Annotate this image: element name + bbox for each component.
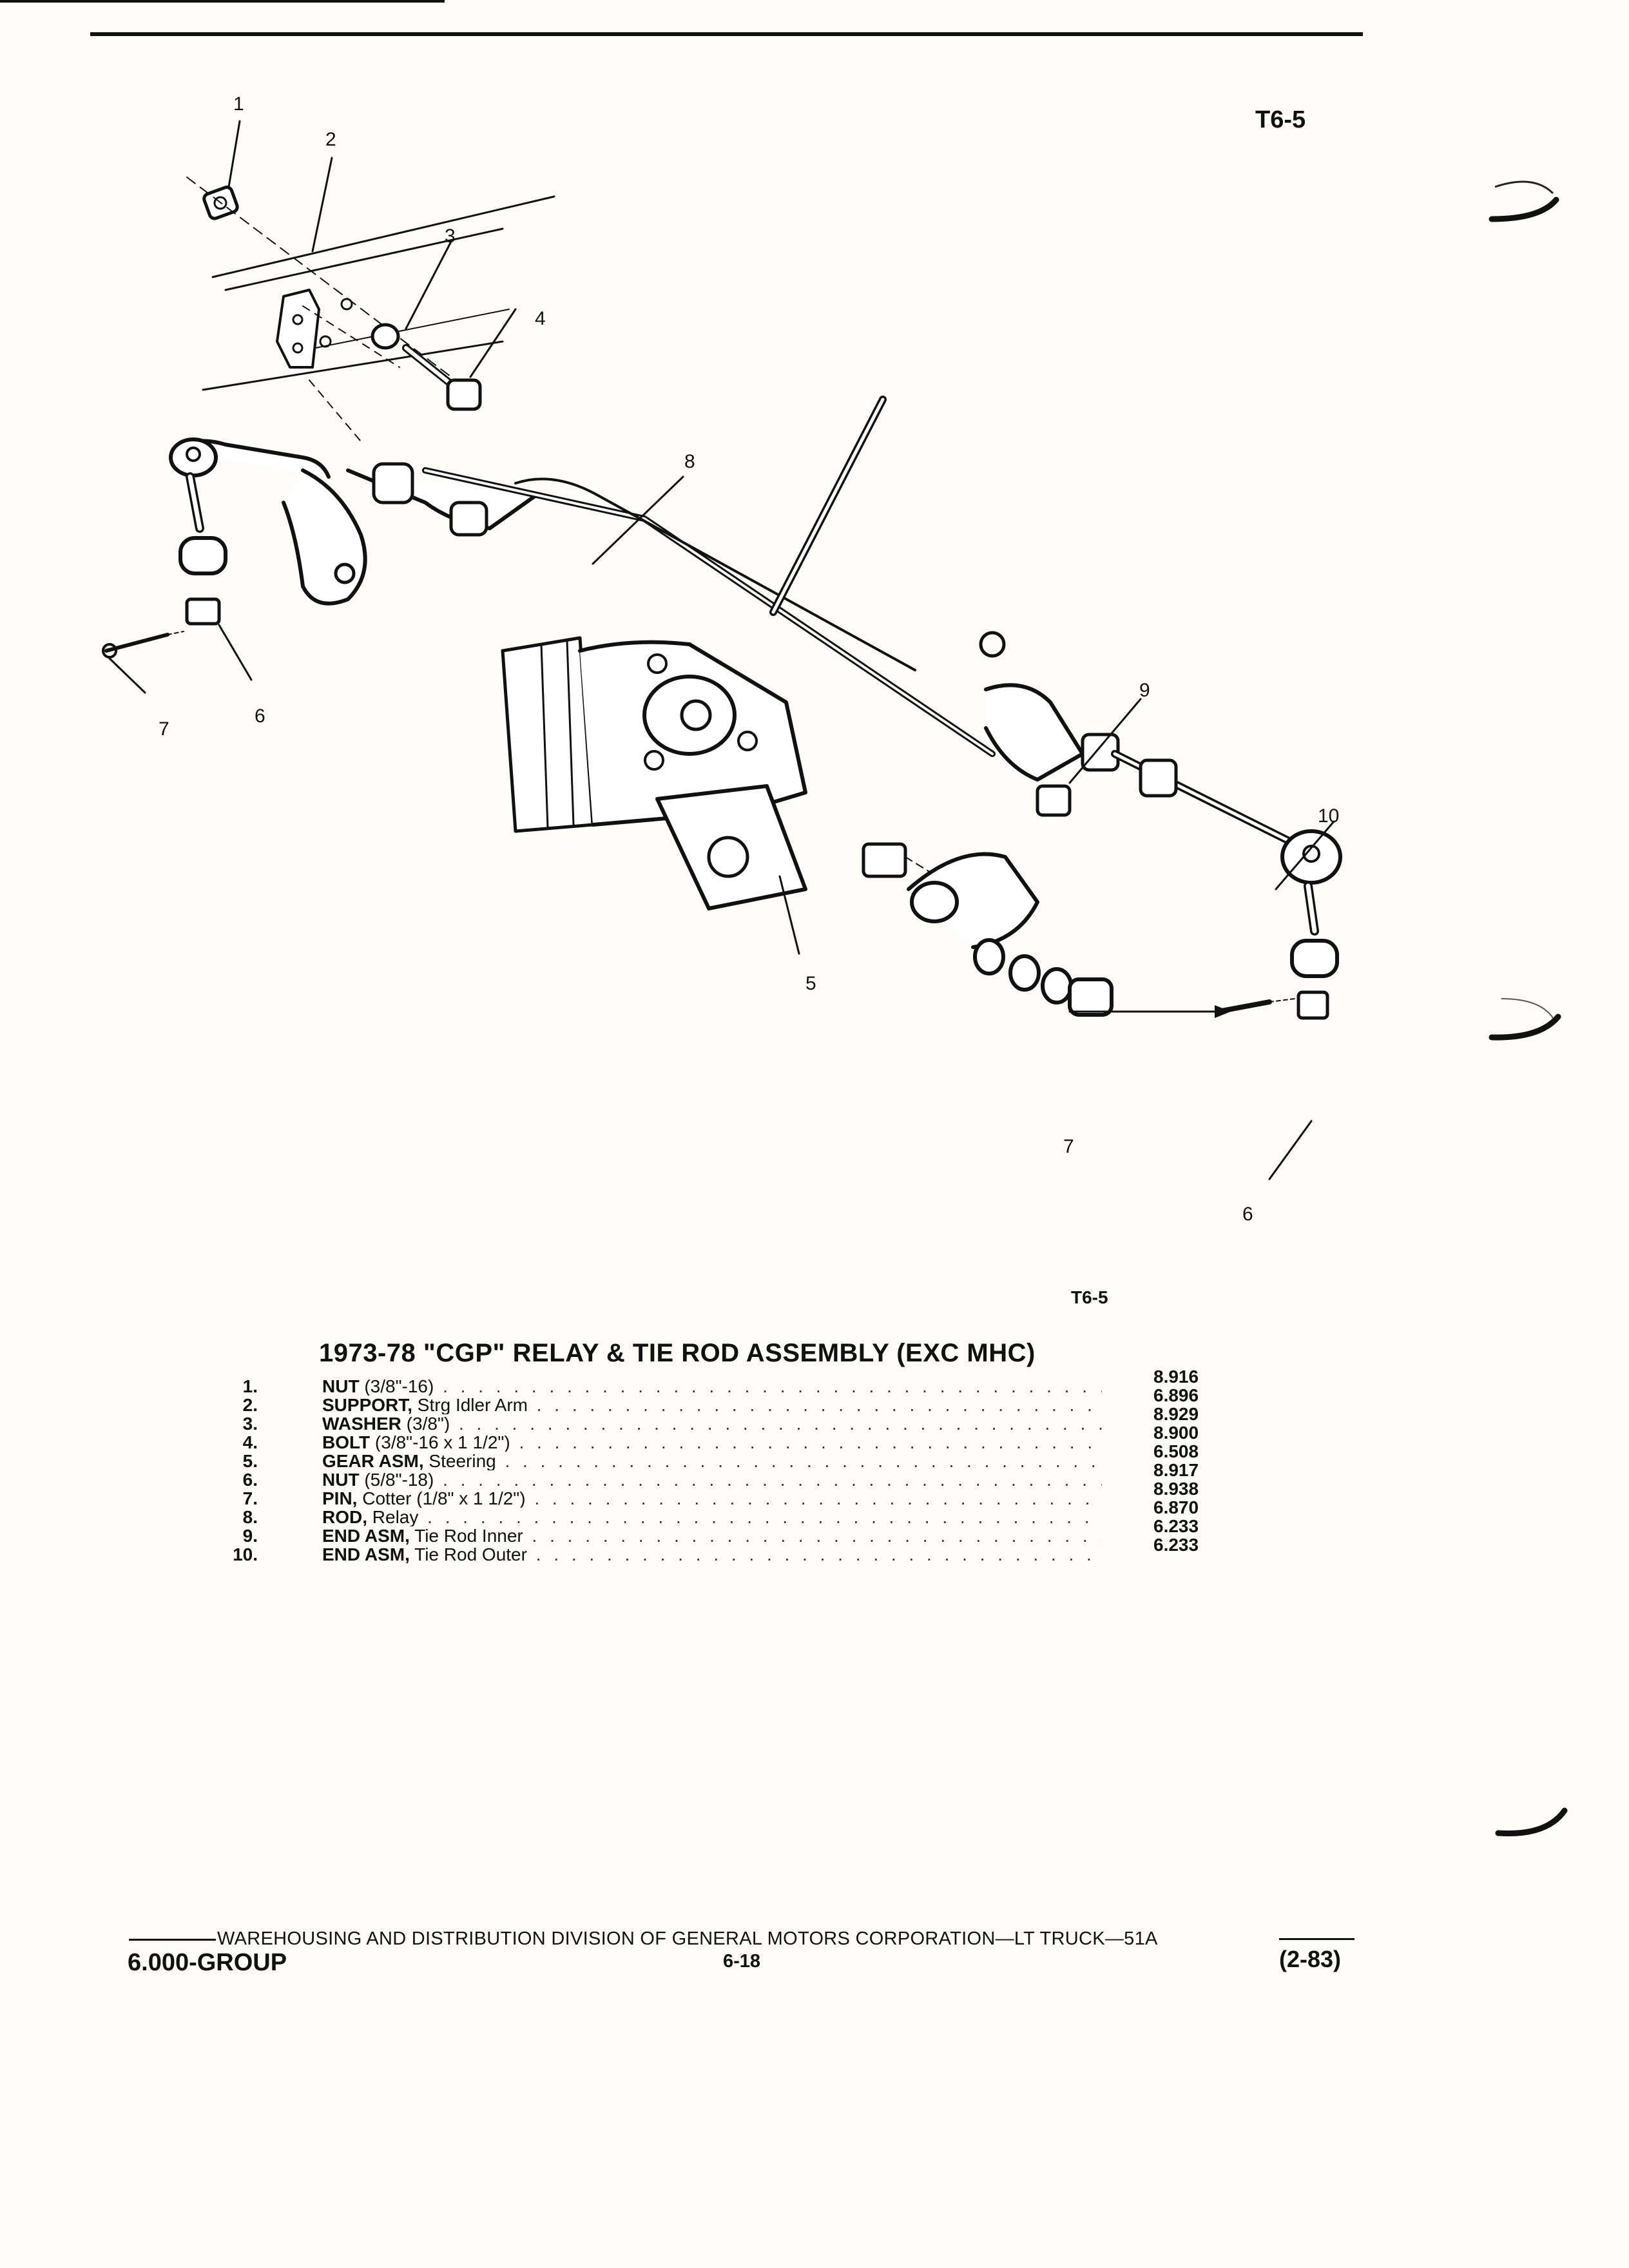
parts-list-row: 7. PIN, Cotter (1/8" x 1 1/2") . . . . . …: [226, 1479, 1237, 1508]
part-detail: Cotter (1/8" x 1 1/2"): [357, 1489, 526, 1508]
part-number: 5.: [242, 1451, 258, 1471]
part-description: END ASM, Tie Rod Inner . . . . . . . . .…: [322, 1526, 1102, 1545]
callout-2: 2: [325, 129, 336, 150]
callout-1: 1: [233, 93, 244, 115]
dot-leader: . . . . . . . . . . . . . . . . . . . . …: [443, 1377, 1102, 1396]
callout-10: 10: [1318, 805, 1340, 827]
parts-list-row: 8. ROD, Relay . . . . . . . . . . . . . .…: [226, 1498, 1237, 1527]
parts-list-row: 2. SUPPORT, Strg Idler Arm . . . . . . . …: [226, 1386, 1237, 1415]
parts-list-row: 1. NUT (3/8"-16) . . . . . . . . . . . . …: [226, 1367, 1237, 1396]
parts-list-title: 1973-78 "CGP" RELAY & TIE ROD ASSEMBLY (…: [319, 1339, 1036, 1367]
parts-list-row: 9. END ASM, Tie Rod Inner . . . . . . . .…: [226, 1517, 1237, 1546]
dot-leader: . . . . . . . . . . . . . . . . . . . . …: [534, 1489, 1102, 1508]
part-group-code: 6.233: [1153, 1535, 1199, 1555]
part-description: NUT (3/8"-16) . . . . . . . . . . . . . …: [322, 1377, 1102, 1396]
part-number: 8.: [242, 1507, 258, 1527]
part-detail: (3/8"-16): [359, 1377, 434, 1396]
part-detail: (3/8"-16 x 1 1/2"): [370, 1433, 510, 1452]
part-name: ROD,: [322, 1508, 367, 1526]
part-group-code: 6.896: [1153, 1385, 1199, 1405]
callout-5: 5: [805, 973, 816, 994]
part-description: WASHER (3/8") . . . . . . . . . . . . . …: [322, 1414, 1102, 1433]
part-detail: Tie Rod Outer: [409, 1545, 527, 1564]
part-detail: Tie Rod Inner: [409, 1526, 523, 1545]
callout-6-right: 6: [1242, 1204, 1253, 1225]
part-group-code: 8.917: [1153, 1460, 1199, 1480]
footer-division-line: WAREHOUSING AND DISTRIBUTION DIVISION OF…: [129, 1928, 1158, 1950]
callout-6-left: 6: [255, 706, 265, 727]
part-name: NUT: [322, 1377, 360, 1396]
part-description: GEAR ASM, Steering . . . . . . . . . . .…: [322, 1452, 1102, 1470]
part-number: 2.: [242, 1395, 258, 1415]
part-name: NUT: [322, 1470, 360, 1489]
callout-7-right: 7: [1063, 1136, 1074, 1157]
callout-8: 8: [684, 451, 695, 472]
footer-right-rule: [1279, 1938, 1354, 1940]
part-group-code: 8.938: [1153, 1479, 1199, 1499]
footer-date-code: (2-83): [1279, 1946, 1342, 1972]
figure-code-caption: T6-5: [1071, 1287, 1108, 1307]
part-detail: (5/8"-18): [359, 1470, 434, 1489]
part-group-code: 8.929: [1153, 1404, 1199, 1424]
part-number: 3.: [242, 1414, 258, 1434]
part-group-code: 8.900: [1153, 1423, 1199, 1443]
part-group-code: 6.870: [1153, 1497, 1199, 1517]
footer-group: 6.000-GROUP: [128, 1949, 287, 1976]
binder-hole-mark: [1489, 998, 1561, 1041]
binder-hole-mark: [1489, 180, 1559, 222]
parts-list-row: 10. END ASM, Tie Rod Outer . . . . . . . …: [226, 1535, 1237, 1564]
part-description: ROD, Relay . . . . . . . . . . . . . . .…: [322, 1508, 1102, 1526]
dot-leader: . . . . . . . . . . . . . . . . . . . . …: [535, 1545, 1102, 1564]
callout-4: 4: [535, 308, 546, 329]
part-number: 6.: [242, 1470, 258, 1490]
callout-9: 9: [1139, 680, 1150, 701]
dot-leader: . . . . . . . . . . . . . . . . . . . . …: [427, 1508, 1102, 1526]
part-number: 4.: [242, 1432, 258, 1452]
part-description: SUPPORT, Strg Idler Arm . . . . . . . . …: [322, 1396, 1102, 1414]
part-detail: Steering: [423, 1452, 496, 1470]
top-rule: [90, 32, 1363, 36]
part-detail: Strg Idler Arm: [412, 1396, 528, 1414]
part-name: PIN,: [322, 1489, 358, 1508]
dot-leader: . . . . . . . . . . . . . . . . . . . . …: [443, 1470, 1102, 1489]
part-description: PIN, Cotter (1/8" x 1 1/2") . . . . . . …: [322, 1489, 1102, 1508]
part-description: END ASM, Tie Rod Outer . . . . . . . . .…: [322, 1545, 1102, 1564]
footer-leading-rule: [129, 1938, 216, 1941]
dot-leader: . . . . . . . . . . . . . . . . . . . . …: [536, 1396, 1102, 1414]
part-name: SUPPORT,: [322, 1396, 413, 1414]
part-number: 7.: [242, 1488, 258, 1508]
part-number: 10.: [233, 1544, 258, 1564]
part-detail: (3/8"): [401, 1414, 450, 1433]
part-name: END ASM,: [322, 1545, 410, 1564]
part-name: GEAR ASM,: [322, 1452, 424, 1470]
part-description: NUT (5/8"-18) . . . . . . . . . . . . . …: [322, 1470, 1102, 1489]
part-group-code: 6.508: [1153, 1441, 1199, 1461]
part-group-code: 8.916: [1153, 1367, 1199, 1387]
part-description: BOLT (3/8"-16 x 1 1/2") . . . . . . . . …: [322, 1433, 1102, 1452]
part-name: WASHER: [322, 1414, 401, 1433]
exploded-assembly-diagram: [102, 120, 1342, 1180]
part-detail: Relay: [367, 1508, 419, 1526]
callout-3: 3: [445, 226, 456, 247]
dot-leader: . . . . . . . . . . . . . . . . . . . . …: [532, 1526, 1103, 1545]
part-number: 1.: [242, 1376, 258, 1396]
footer-page-number: 6-18: [723, 1951, 761, 1972]
top-scrap-line: [0, 0, 445, 3]
part-group-code: 6.233: [1153, 1516, 1199, 1536]
dot-leader: . . . . . . . . . . . . . . . . . . . . …: [519, 1433, 1102, 1452]
figure-code-header: T6-5: [1255, 106, 1306, 133]
parts-list-row: 3. WASHER (3/8") . . . . . . . . . . . . …: [226, 1405, 1237, 1434]
binder-hole-mark: [1495, 1807, 1568, 1837]
parts-list-row: 6. NUT (5/8"-18) . . . . . . . . . . . . …: [226, 1461, 1237, 1490]
part-name: BOLT: [322, 1433, 371, 1452]
parts-list-row: 4. BOLT (3/8"-16 x 1 1/2") . . . . . . . …: [226, 1423, 1237, 1452]
footer-division-text: WAREHOUSING AND DISTRIBUTION DIVISION OF…: [217, 1928, 1158, 1949]
callout-7-left: 7: [159, 718, 169, 740]
parts-list-row: 5. GEAR ASM, Steering . . . . . . . . . .…: [226, 1442, 1237, 1471]
dot-leader: . . . . . . . . . . . . . . . . . . . . …: [458, 1414, 1102, 1433]
part-number: 9.: [242, 1526, 258, 1546]
parts-list: 1. NUT (3/8"-16) . . . . . . . . . . . . …: [226, 1367, 1237, 1564]
part-name: END ASM,: [322, 1526, 410, 1545]
dot-leader: . . . . . . . . . . . . . . . . . . . . …: [505, 1452, 1102, 1470]
